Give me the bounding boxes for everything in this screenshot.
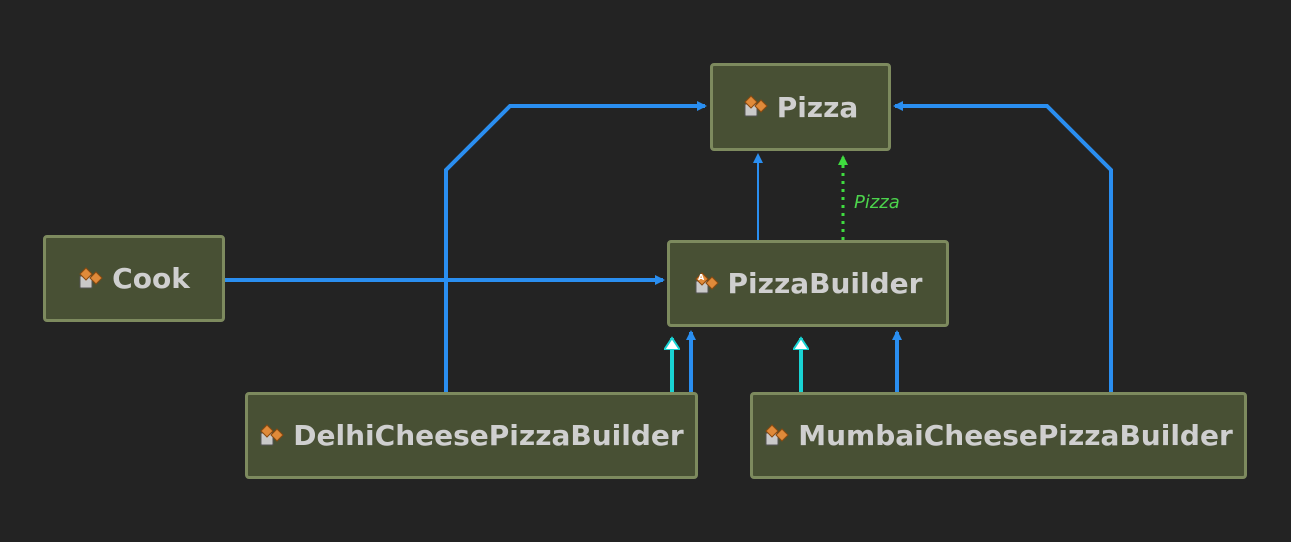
class-node-pizza[interactable]: Pizza — [710, 63, 891, 151]
class-icon — [79, 266, 103, 288]
class-name: Pizza — [776, 90, 859, 124]
svg-text:A: A — [698, 273, 705, 282]
class-name: DelhiCheesePizzaBuilder — [293, 419, 684, 452]
class-node-mumbaicheesepizzabuilder[interactable]: MumbaiCheesePizzaBuilder — [750, 392, 1247, 479]
class-name: PizzaBuilder — [727, 267, 923, 300]
class-name: Cook — [112, 262, 190, 295]
class-node-pizzabuilder[interactable]: A PizzaBuilder — [667, 240, 949, 327]
class-node-delhicheesepizzabuilder[interactable]: DelhiCheesePizzaBuilder — [245, 392, 698, 479]
class-icon — [260, 423, 285, 445]
abstract-class-icon: A — [694, 271, 719, 293]
class-icon — [743, 95, 768, 117]
class-name: MumbaiCheesePizzaBuilder — [798, 419, 1233, 452]
class-icon — [765, 423, 789, 445]
class-node-cook[interactable]: Cook — [43, 235, 225, 322]
dependency-edge-label: Pizza — [854, 192, 900, 213]
edge-mumbai-to-pizza — [893, 101, 1113, 392]
